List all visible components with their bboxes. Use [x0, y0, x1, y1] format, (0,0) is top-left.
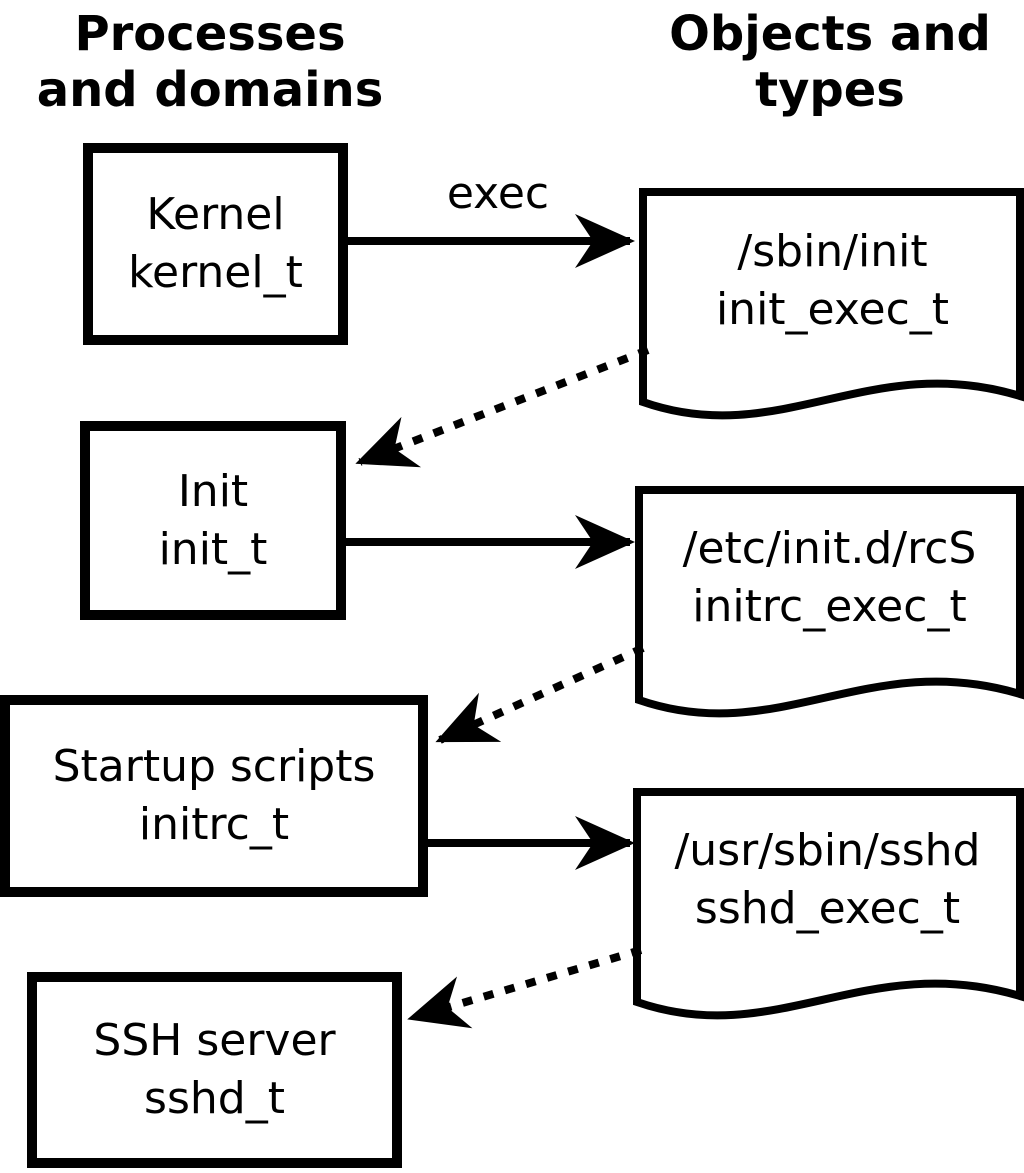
- init-box: Init init_t: [80, 421, 346, 620]
- column-header-processes-line1: Processes: [74, 6, 346, 62]
- startup-scripts-box-label: Startup scripts: [52, 741, 376, 792]
- startup-scripts-box: Startup scripts initrc_t: [0, 695, 428, 897]
- column-header-objects: Objects and types: [638, 6, 1022, 118]
- document-sbin-init-label: /sbin/init init_exec_t: [655, 196, 1010, 366]
- column-header-processes-line2: and domains: [36, 62, 384, 118]
- document-sbin-init-path: /sbin/init: [737, 226, 928, 277]
- kernel-box-domain: kernel_t: [128, 247, 303, 298]
- kernel-box: Kernel kernel_t: [83, 143, 348, 345]
- column-header-processes: Processes and domains: [18, 6, 402, 118]
- exec-arrow-label: exec: [446, 168, 550, 219]
- document-etc-initd-rcs-label: /etc/init.d/rcS initrc_exec_t: [652, 494, 1007, 662]
- column-header-objects-line1: Objects and: [669, 6, 991, 62]
- transition-arrow-sshd-to-sshserver: [407, 946, 643, 1029]
- document-usr-sbin-sshd-label: /usr/sbin/sshd sshd_exec_t: [650, 796, 1005, 964]
- document-usr-sbin-sshd-type: sshd_exec_t: [694, 883, 961, 934]
- kernel-box-label: Kernel: [146, 189, 285, 240]
- init-box-domain: init_t: [158, 523, 268, 575]
- transition-arrow-sbin-init-to-init: [355, 346, 650, 468]
- startup-scripts-box-domain: initrc_t: [138, 799, 290, 850]
- document-etc-initd-rcs: [635, 486, 1024, 718]
- document-etc-initd-rcs-type: initrc_exec_t: [692, 581, 967, 632]
- init-box-label: Init: [177, 465, 249, 517]
- ssh-server-box: SSH server sshd_t: [27, 972, 402, 1168]
- transition-arrow-rcs-to-startup: [435, 644, 645, 744]
- document-sbin-init: [639, 188, 1024, 420]
- document-usr-sbin-sshd-path: /usr/sbin/sshd: [674, 825, 981, 876]
- column-header-objects-line2: types: [755, 62, 905, 118]
- ssh-server-box-label: SSH server: [93, 1015, 336, 1066]
- document-sbin-init-type: init_exec_t: [715, 284, 950, 335]
- document-usr-sbin-sshd: [633, 788, 1024, 1020]
- document-etc-initd-rcs-path: /etc/init.d/rcS: [682, 523, 977, 574]
- ssh-server-box-domain: sshd_t: [144, 1073, 285, 1124]
